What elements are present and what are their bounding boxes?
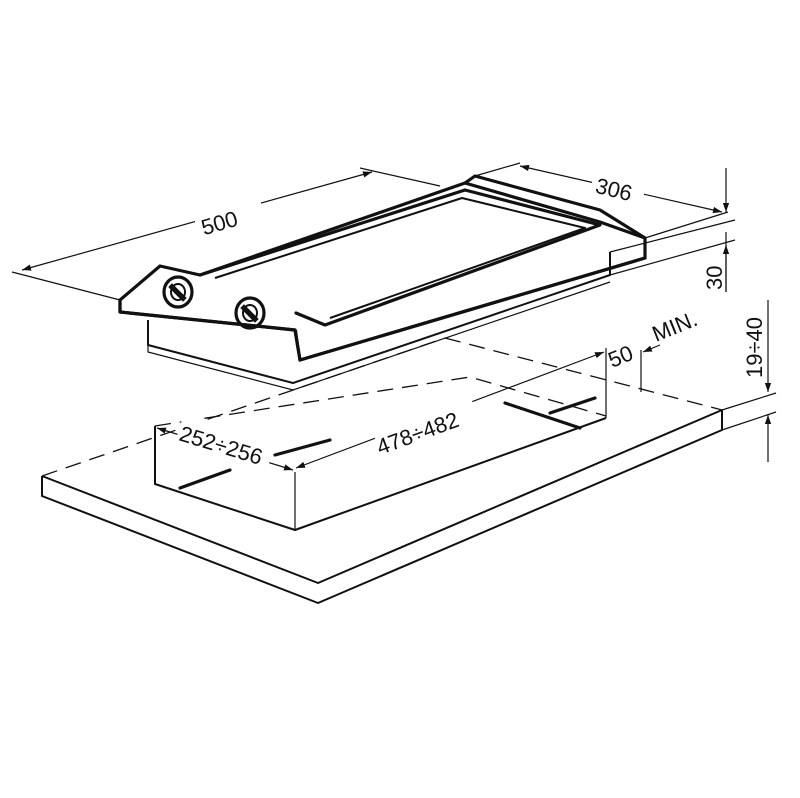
worktop <box>41 337 723 604</box>
worktop-back-edge-right <box>444 337 723 411</box>
cutout-inner-line-4 <box>548 396 597 415</box>
hob-plate-inner <box>214 197 586 319</box>
cutout-inner-line-1 <box>178 468 232 490</box>
dim-clearance: 50 MIN. <box>605 306 701 392</box>
dim-worktop-thickness-value: 19÷40 <box>742 317 767 378</box>
dim-clearance-label: MIN. <box>649 306 701 347</box>
cutout-inner-line-2 <box>273 438 332 457</box>
dim-height: 30 <box>609 168 736 292</box>
dim-depth: 306 <box>474 162 729 239</box>
dim-height-value: 30 <box>702 266 727 290</box>
cutout-top-back <box>154 376 607 427</box>
hob-underbody <box>147 252 611 384</box>
knob-left[interactable] <box>162 275 194 309</box>
dim-clearance-value: 50 <box>605 340 637 372</box>
knob-right[interactable] <box>234 296 266 330</box>
dim-cutout-width: 252÷256 <box>156 412 294 471</box>
hob-front-rail <box>298 256 647 362</box>
hob-griddle-plate <box>198 188 602 327</box>
dim-width: 500 <box>11 167 441 301</box>
dim-worktop-thickness: 19÷40 <box>721 300 777 462</box>
